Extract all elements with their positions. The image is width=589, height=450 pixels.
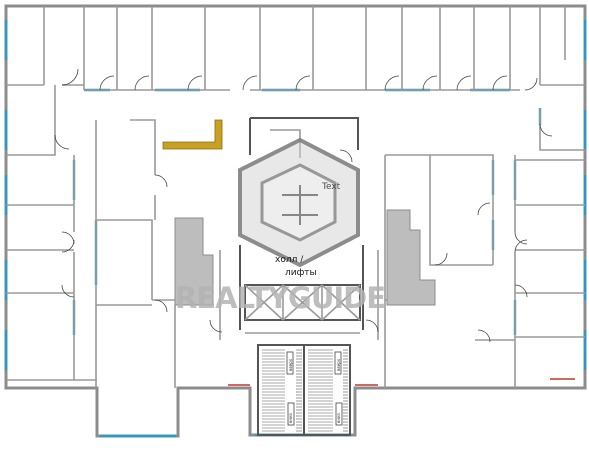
stair-label-left-down: вниз — [288, 413, 293, 423]
hall-lifts-label-line1: холл / — [275, 255, 304, 265]
core-left — [174, 217, 214, 306]
right-offices — [384, 108, 585, 388]
top-offices — [6, 6, 585, 91]
outer-walls — [4, 4, 587, 438]
watermark-logo: Text — [238, 137, 360, 268]
core-right — [386, 209, 436, 306]
stairwells: вверх вниз вверх вниз — [257, 344, 351, 436]
fire-door-marks — [228, 378, 575, 386]
central-core — [209, 117, 379, 340]
logo-text: Text — [321, 182, 341, 192]
hall-lifts-label-line2: лифты — [285, 268, 317, 278]
stair-label-right-up: вверх — [336, 358, 341, 371]
duct — [162, 119, 223, 150]
left-offices — [6, 85, 176, 388]
stair-label-right-down: вниз — [336, 413, 341, 423]
brand-watermark: REALTYGUIDE — [175, 281, 385, 315]
stair-label-left-up: вверх — [288, 358, 293, 371]
